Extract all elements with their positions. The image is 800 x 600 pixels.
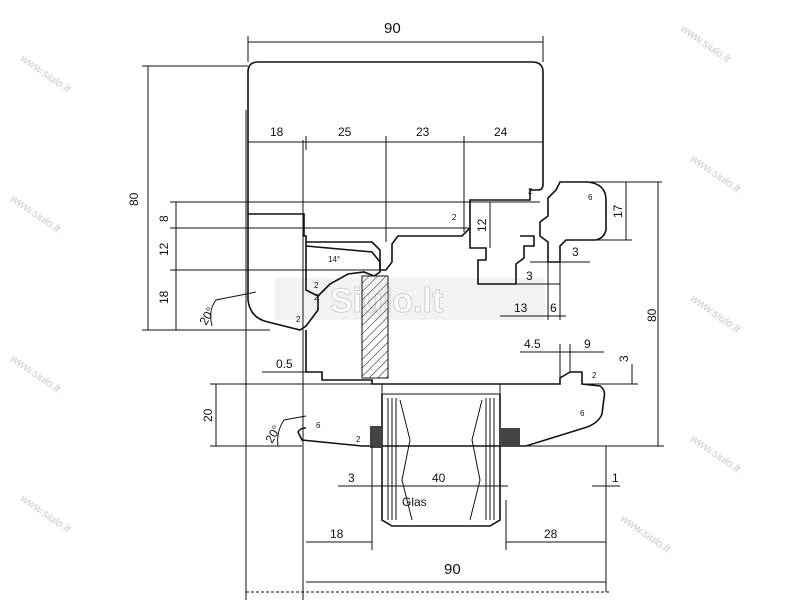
- dim-label-seg-25: 25: [338, 125, 352, 139]
- note-6: 6: [588, 193, 593, 202]
- dim-label-left-height: 80: [127, 192, 141, 206]
- dim-label-right-17: 17: [611, 204, 625, 218]
- dim-label-inner-12: 12: [475, 218, 489, 232]
- dim-label-r-3a: 3: [572, 245, 579, 259]
- glass-top-spacer: [381, 383, 501, 395]
- dim-label-r-3c: 3: [617, 355, 631, 362]
- dim-label-bot-3: 3: [348, 471, 355, 485]
- watermark-logo-band: [275, 278, 545, 320]
- dim-label-r-9: 9: [584, 337, 591, 351]
- note-2: 2: [356, 435, 361, 444]
- dim-label-top-width: 90: [384, 20, 401, 37]
- watermark-text: www.siulo.lt: [18, 53, 73, 96]
- note-2: 2: [314, 281, 319, 290]
- dim-label-left-8: 8: [157, 215, 171, 222]
- dim-label-bot-28: 28: [544, 527, 558, 541]
- dim-label-left-angle: 20°: [196, 305, 217, 328]
- dim-label-right-height: 80: [645, 308, 659, 322]
- watermark-text: www.siulo.lt: [8, 353, 63, 396]
- dim-label-seg-23: 23: [416, 125, 430, 139]
- glass-label: Glas: [402, 495, 427, 509]
- frame-lower-edge: [297, 330, 606, 447]
- dim-label-bottom-width: 90: [444, 561, 461, 578]
- dim-label-gap: 0.5: [276, 357, 293, 371]
- frame-hatched-section: [361, 275, 389, 379]
- watermark-text: www.siulo.lt: [618, 513, 673, 556]
- dim-label-r-4-5: 4.5: [524, 337, 541, 351]
- sash-profile: [247, 61, 544, 271]
- dim-label-seg-24: 24: [494, 125, 508, 139]
- glass-pane-outline: [381, 394, 501, 527]
- watermark-text: www.siulo.lt: [678, 23, 733, 66]
- watermark-text: www.siulo.lt: [8, 193, 63, 236]
- frame-stepped-section: [469, 228, 535, 285]
- note-angle-14: 14°: [328, 255, 340, 264]
- dim-label-left-18: 18: [157, 290, 171, 304]
- note-2: 2: [592, 371, 597, 380]
- frame-profile-right: [539, 181, 607, 263]
- watermark-text: www.siulo.lt: [688, 293, 743, 336]
- angle-arc-low: [277, 415, 307, 447]
- glazing-seal-left: [370, 426, 382, 448]
- watermark-text: www.siulo.lt: [688, 433, 743, 476]
- dim-label-left-12: 12: [157, 242, 171, 256]
- watermark-text: www.siulo.lt: [688, 153, 743, 196]
- note-2: 2: [528, 187, 533, 196]
- dim-label-low-20: 20: [201, 408, 215, 422]
- dim-label-bot-18: 18: [330, 527, 344, 541]
- glazing-seal-right: [500, 428, 520, 446]
- note-2: 2: [296, 315, 301, 324]
- note-2: 2: [314, 293, 319, 302]
- note-6: 6: [580, 409, 585, 418]
- dim-label-r-6: 6: [550, 301, 557, 315]
- note-2: 2: [452, 213, 457, 222]
- note-6: 6: [316, 421, 321, 430]
- dim-label-bot-1: 1: [612, 471, 619, 485]
- dim-label-glass-40: 40: [432, 471, 446, 485]
- watermark-text: www.siulo.lt: [18, 493, 73, 536]
- sash-lower-left: [247, 214, 319, 331]
- glass-edge-bands: [387, 398, 495, 521]
- angle-arc-left: [210, 291, 257, 327]
- dim-label-r-3b: 3: [526, 269, 533, 283]
- dim-label-r-13: 13: [514, 301, 528, 315]
- dim-label-seg-18: 18: [270, 125, 284, 139]
